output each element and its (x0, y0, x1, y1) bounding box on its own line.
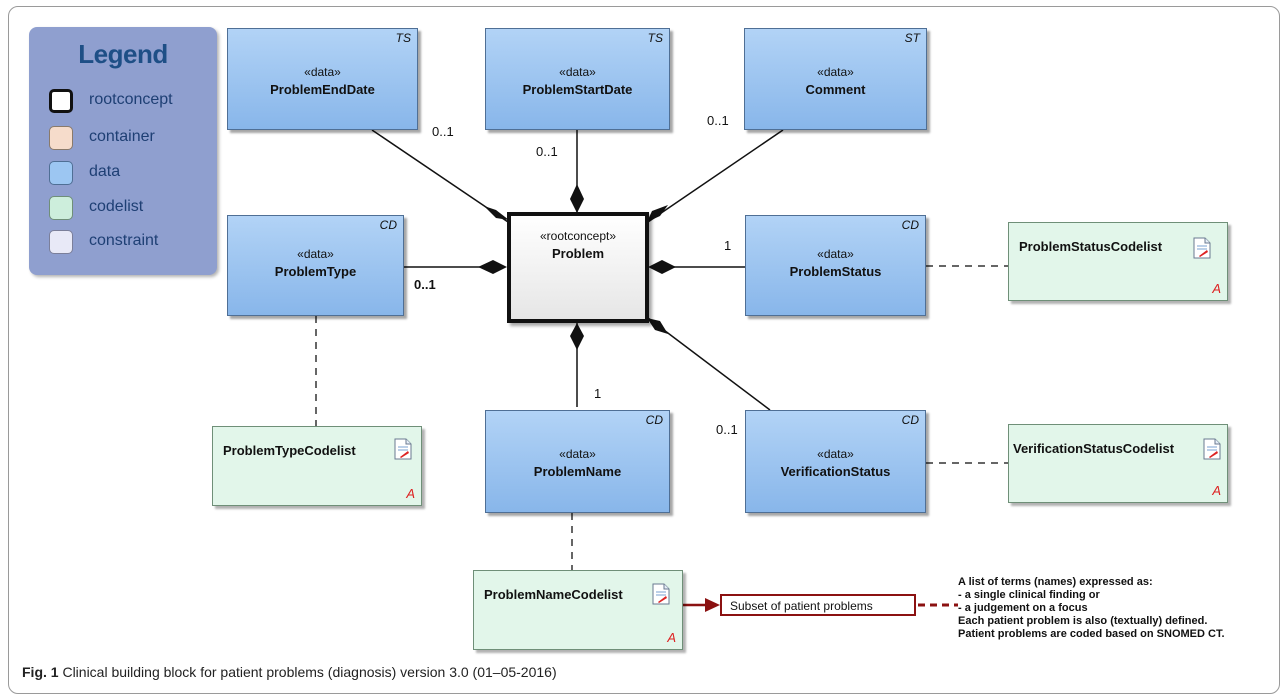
stereotype-label: «data» (559, 447, 596, 461)
stereotype-label: «data» (559, 65, 596, 79)
codelist-problem-type[interactable]: ProblemTypeCodelist A (212, 426, 422, 506)
abstract-marker: A (1212, 483, 1221, 498)
node-name: ProblemType (274, 264, 357, 279)
node-problem-name[interactable]: CD «data» ProblemName (485, 410, 670, 513)
stereotype-label: «data» (297, 247, 334, 261)
legend-title: Legend (78, 39, 168, 69)
multiplicity-name: 1 (594, 386, 602, 401)
codelist-problem-name[interactable]: ProblemNameCodelist A (473, 570, 683, 650)
diamond-start-date (570, 184, 584, 213)
diamond-type (478, 260, 507, 274)
codelist-problem-status[interactable]: ProblemStatusCodelist A (1008, 222, 1228, 301)
legend-label: codelist (89, 198, 144, 215)
multiplicity-comment: 0..1 (707, 113, 729, 128)
codelist-name: ProblemNameCodelist (484, 587, 623, 602)
stereotype-label: «rootconcept» (539, 229, 617, 243)
node-verification-status[interactable]: CD «data» VerificationStatus (745, 410, 926, 513)
node-root-problem[interactable]: «rootconcept» Problem (507, 212, 649, 323)
codelist-name: ProblemTypeCodelist (223, 443, 356, 458)
note-line: Each patient problem is also (textually)… (958, 615, 1208, 627)
codelist-name: VerificationStatusCodelist (1013, 441, 1175, 456)
figure-frame (8, 6, 1280, 694)
document-icon (1203, 438, 1221, 460)
legend-item-constraint: constraint (49, 230, 219, 256)
legend-swatch-constraint (49, 230, 73, 254)
note-line: Patient problems are coded based on SNOM… (958, 628, 1225, 640)
legend-label: data (89, 163, 121, 180)
legend-item-data: data (49, 161, 219, 187)
diamond-verification (647, 318, 668, 334)
diamond-comment (647, 205, 668, 222)
node-name: ProblemStatus (789, 264, 882, 279)
multiplicity-start-date: 0..1 (536, 144, 558, 159)
abstract-marker: A (1212, 281, 1221, 296)
abstract-marker: A (406, 486, 415, 501)
stereotype-label: «data» (817, 247, 854, 261)
stereotype-label: «data» (817, 447, 854, 461)
multiplicity-type: 0..1 (414, 277, 436, 292)
node-problem-status[interactable]: CD «data» ProblemStatus (745, 215, 926, 316)
node-comment[interactable]: ST «data» Comment (744, 28, 927, 130)
abstract-marker: A (667, 630, 676, 645)
datatype-tag: CD (901, 413, 919, 427)
document-icon (1193, 237, 1211, 259)
node-name: ProblemStartDate (522, 82, 633, 97)
legend-swatch-data (49, 161, 73, 185)
caption-label: Fig. 1 (22, 664, 59, 680)
note-line: - a judgement on a focus (958, 602, 1088, 614)
node-problem-type[interactable]: CD «data» ProblemType (227, 215, 404, 316)
legend-swatch-codelist (49, 196, 73, 220)
diamond-status (648, 260, 676, 274)
constraint-note: A list of terms (names) expressed as: - … (958, 576, 1225, 641)
legend-item-codelist: codelist (49, 196, 219, 222)
multiplicity-end-date: 0..1 (432, 124, 454, 139)
document-icon (652, 583, 670, 605)
legend-swatch-container (49, 126, 73, 150)
constraint-arrowhead (705, 598, 720, 612)
diamond-name (570, 323, 584, 350)
multiplicity-verification: 0..1 (716, 422, 738, 437)
stereotype-label: «data» (817, 65, 854, 79)
stereotype-label: «data» (304, 65, 341, 79)
legend-item-container: container (49, 126, 219, 152)
edge-comment (647, 129, 784, 223)
node-name: ProblemName (533, 464, 622, 479)
figure-caption: Fig. 1 Clinical building block for patie… (22, 664, 557, 680)
datatype-tag: ST (904, 31, 920, 45)
document-icon (394, 438, 412, 460)
note-line: A list of terms (names) expressed as: (958, 576, 1153, 588)
legend-panel: Legend rootconcept container data codeli… (29, 27, 217, 275)
legend-label: constraint (89, 232, 159, 249)
datatype-tag: CD (645, 413, 663, 427)
datatype-tag: CD (379, 218, 397, 232)
node-name: ProblemEndDate (270, 82, 375, 97)
node-problem-end-date[interactable]: TS «data» ProblemEndDate (227, 28, 418, 130)
multiplicity-status: 1 (724, 238, 732, 253)
legend-label: rootconcept (89, 91, 173, 108)
legend-swatch-rootconcept (49, 89, 73, 113)
datatype-tag: CD (901, 218, 919, 232)
edge-verification (647, 317, 771, 411)
node-name: Comment (805, 82, 866, 97)
note-line: - a single clinical finding or (958, 589, 1100, 601)
constraint-box[interactable]: Subset of patient problems (720, 594, 916, 616)
datatype-tag: TS (395, 31, 411, 45)
datatype-tag: TS (647, 31, 663, 45)
legend-item-rootconcept: rootconcept (49, 89, 219, 115)
codelist-name: ProblemStatusCodelist (1019, 239, 1163, 254)
caption-text: Clinical building block for patient prob… (58, 664, 557, 680)
diamond-end-date (484, 206, 509, 220)
node-name: VerificationStatus (780, 464, 891, 479)
node-name: Problem (551, 246, 604, 261)
codelist-verification-status[interactable]: VerificationStatusCodelist A (1008, 424, 1228, 503)
legend-label: container (89, 128, 155, 145)
constraint-label: Subset of patient problems (730, 599, 873, 613)
node-problem-start-date[interactable]: TS «data» ProblemStartDate (485, 28, 670, 130)
